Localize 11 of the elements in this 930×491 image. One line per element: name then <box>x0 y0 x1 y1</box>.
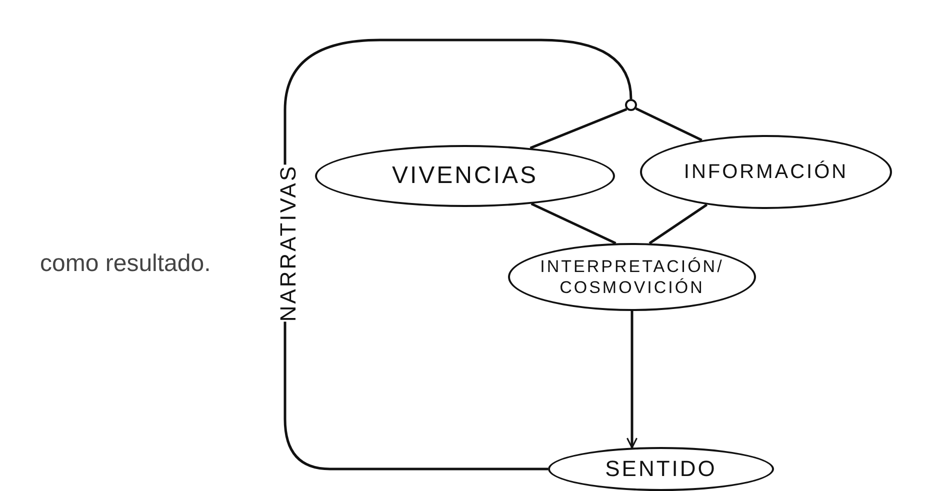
connector-line <box>530 202 616 244</box>
node-label: INTERPRETACIÓN/ COSMOVICIÓN <box>539 256 725 298</box>
node-label: SENTIDO <box>605 455 717 483</box>
junction-circle <box>625 99 637 111</box>
connector-line <box>530 108 628 150</box>
arrow <box>626 311 638 448</box>
node-label: INFORMACIÓN <box>684 160 848 184</box>
note-text: como resultado. <box>40 250 211 278</box>
node-label: VIVENCIAS <box>392 161 538 191</box>
connector-line <box>635 107 702 142</box>
connector-line <box>648 204 708 244</box>
